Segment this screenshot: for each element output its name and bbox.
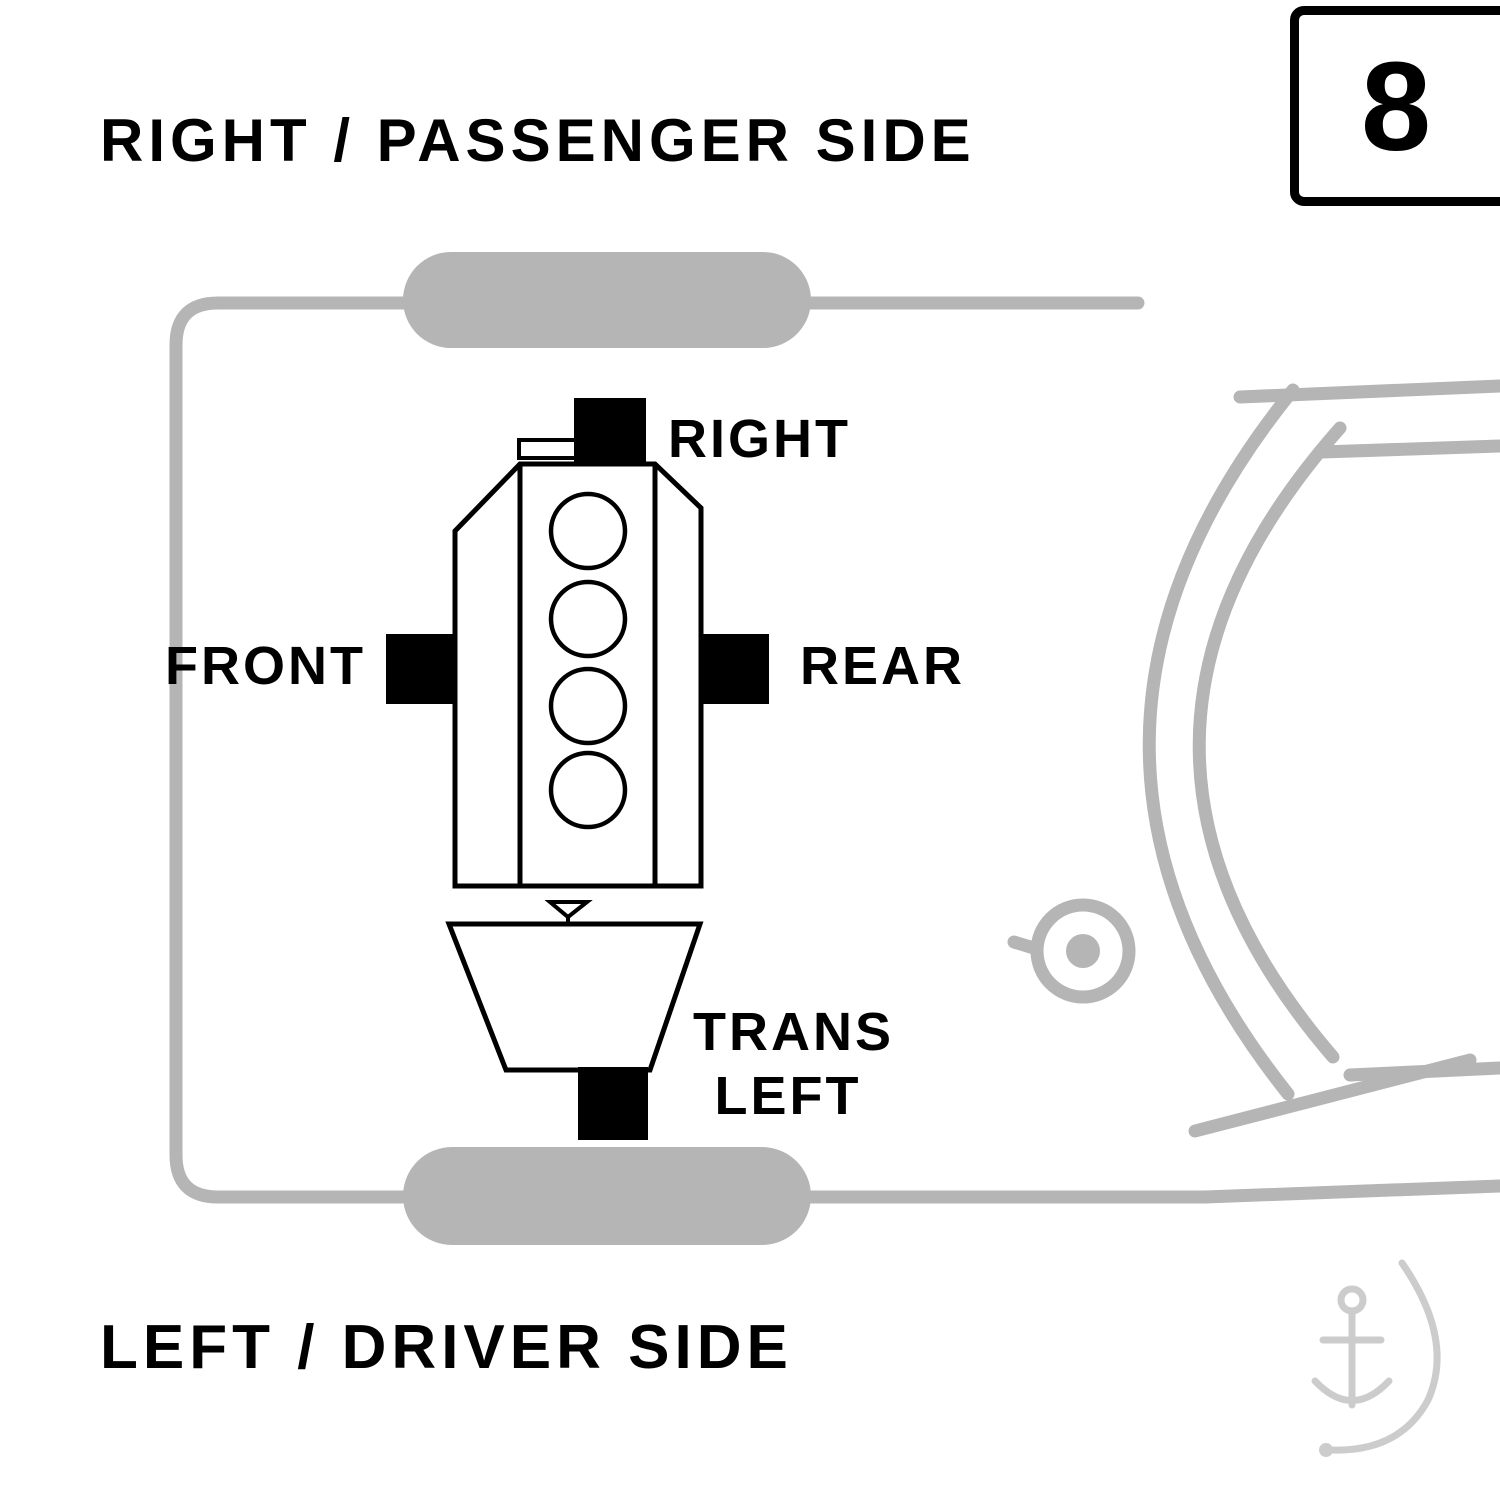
label-mount-right: RIGHT (668, 409, 851, 469)
hood-line-top-1 (1233, 379, 1500, 404)
car-bottom-side-line-2 (1198, 1179, 1500, 1204)
cylinder-4 (548, 750, 628, 830)
hood-line-top-2 (1315, 439, 1500, 459)
car-rear-outline (169, 296, 407, 1204)
mount-bracket (517, 438, 579, 460)
engine-assembly (445, 438, 704, 1073)
page-number-box: 8 (1290, 6, 1500, 206)
transmission (445, 921, 704, 1073)
watermark-swoosh-dot (1319, 1443, 1333, 1457)
label-trans-line1: TRANS (693, 1002, 894, 1062)
tire-top (403, 252, 811, 348)
page-number: 8 (1361, 35, 1432, 177)
windshield-arc-inner (1192, 421, 1347, 1064)
label-trans-line2: LEFT (714, 1066, 862, 1126)
label-mount-trans-left: TRANS LEFT (693, 1000, 894, 1128)
dipstick-funnel-icon (544, 900, 593, 920)
title-left-driver-side: LEFT / DRIVER SIDE (100, 1313, 793, 1382)
watermark-swoosh (1328, 1259, 1441, 1454)
tire-bottom (403, 1147, 811, 1245)
mount-trans-left (578, 1067, 648, 1140)
windshield-arc-outer (1142, 383, 1300, 1101)
steering-column-line (1007, 935, 1044, 956)
watermark-anchor-flukes (1311, 1377, 1393, 1404)
label-mount-rear: REAR (800, 636, 966, 696)
cylinder-2 (548, 579, 628, 659)
title-right-passenger-side: RIGHT / PASSENGER SIDE (100, 107, 976, 174)
mount-rear (700, 634, 769, 704)
mount-right (574, 398, 646, 466)
cylinder-1 (548, 491, 628, 571)
watermark-logo (1311, 1259, 1441, 1454)
label-mount-front: FRONT (165, 636, 366, 696)
steering-wheel-hub (1066, 934, 1100, 968)
cylinder-3 (548, 666, 628, 746)
hood-line-bottom-2 (1343, 1061, 1500, 1082)
mount-front (386, 634, 453, 704)
